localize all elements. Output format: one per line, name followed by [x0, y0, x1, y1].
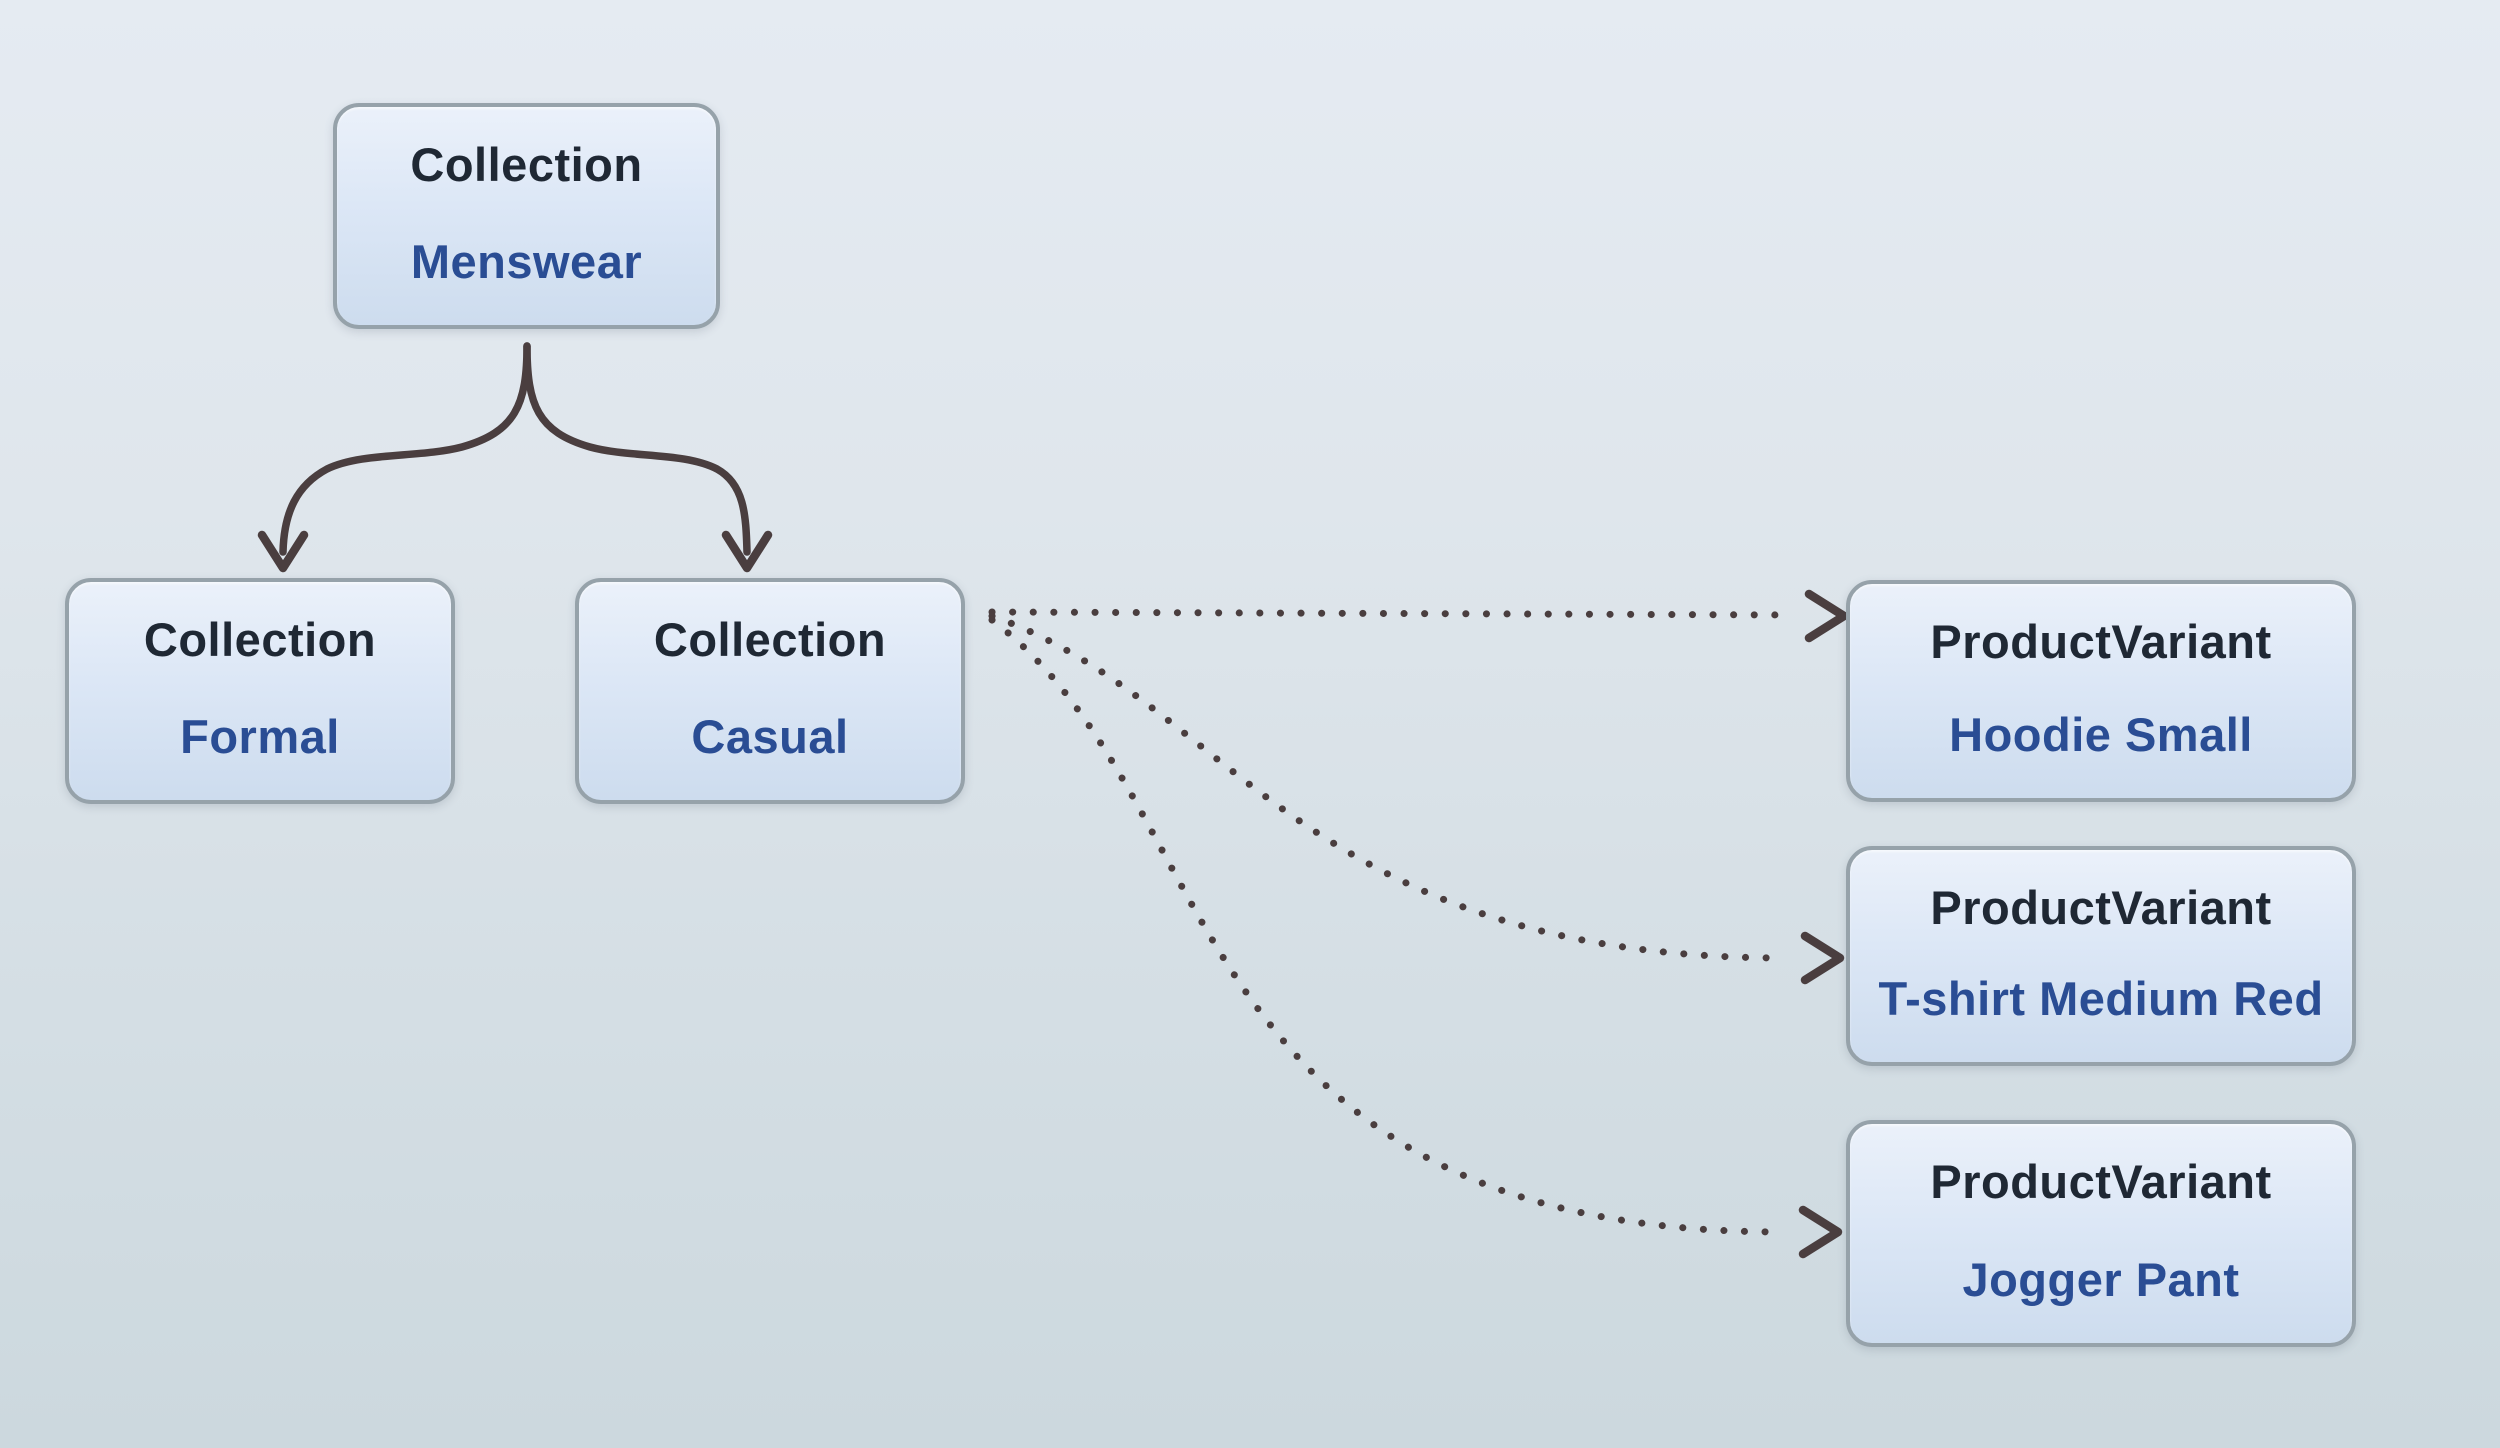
node-type-label: Collection [143, 613, 377, 666]
node-collection-casual: Collection Casual [575, 578, 965, 804]
node-productvariant-jogger-pant: ProductVariant Jogger Pant [1846, 1120, 2356, 1347]
node-type-label: ProductVariant [1930, 1155, 2272, 1208]
node-name-label: Formal [180, 710, 340, 763]
node-type-label: ProductVariant [1930, 615, 2272, 668]
node-name-label: Menswear [410, 235, 643, 288]
edge-casual-jogger [988, 616, 1843, 1259]
edge-casual-tshirt [988, 612, 1845, 985]
node-name-label: Jogger Pant [1962, 1253, 2240, 1306]
node-productvariant-hoodie-small: ProductVariant Hoodie Small [1846, 580, 2356, 802]
node-type-label: Collection [653, 613, 887, 666]
node-productvariant-tshirt-medium-red: ProductVariant T-shirt Medium Red [1846, 846, 2356, 1066]
node-collection-menswear: Collection Menswear [333, 103, 720, 329]
edge-menswear-casual [523, 342, 773, 573]
node-type-label: ProductVariant [1930, 881, 2272, 934]
node-name-label: Casual [691, 710, 849, 763]
node-collection-formal: Collection Formal [65, 578, 455, 804]
node-type-label: Collection [410, 138, 643, 191]
edge-menswear-formal [257, 342, 531, 573]
edge-casual-hoodie [988, 589, 1849, 643]
node-name-label: T-shirt Medium Red [1878, 972, 2324, 1025]
node-name-label: Hoodie Small [1949, 708, 2253, 761]
